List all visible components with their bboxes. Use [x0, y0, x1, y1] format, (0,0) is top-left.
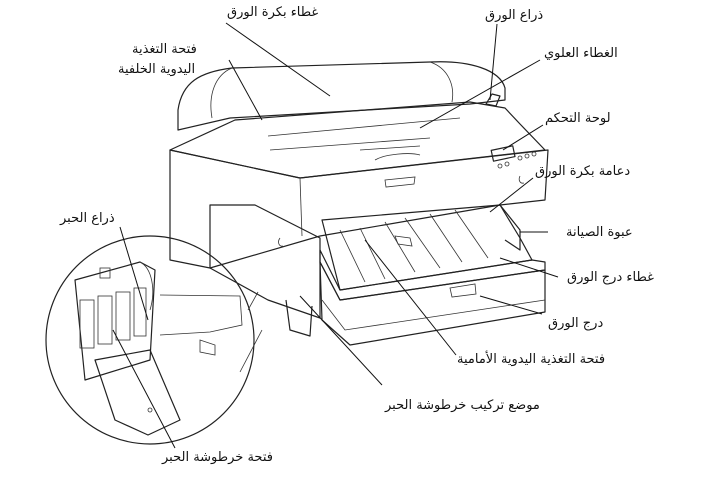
leader-lines: [112, 22, 559, 449]
leader-rear-manual-feed: [228, 59, 263, 121]
ink-compartment-magnified-inset: [45, 235, 263, 445]
leader-top-cover: [419, 59, 541, 129]
label-rear-manual-feed-line1: فتحة التغذية: [132, 42, 197, 57]
paper-tray-shape: [319, 261, 546, 346]
label-paper-lever: ذراع الورق: [485, 8, 544, 23]
leader-roll-paper-holder: [489, 177, 534, 213]
leader-front-manual-feed: [364, 239, 457, 356]
label-roll-paper-cover: غطاء بكرة الورق: [227, 5, 319, 20]
printer-front-body: [169, 149, 549, 269]
label-ink-cartridge-compartment: موضع تركيب خرطوشة الحبر: [385, 398, 540, 413]
leader-control-panel: [502, 124, 544, 151]
leader-paper-tray-cover: [499, 257, 559, 278]
leader-paper-tray: [479, 295, 543, 315]
leader-ink-compartment: [299, 295, 383, 386]
label-paper-tray: درج الورق: [548, 316, 604, 331]
paper-lever-shape: [485, 93, 501, 107]
label-rear-manual-feed-line2: اليدوية الخلفية: [118, 62, 196, 77]
roll-paper-cover-shape: [177, 61, 506, 131]
leader-ink-lever: [119, 226, 149, 321]
label-roll-paper-holder: دعامة بكرة الورق: [535, 164, 631, 179]
leader-roll-paper-cover: [225, 22, 331, 97]
label-front-manual-feed-slot: فتحة التغذية اليدوية الأمامية: [457, 352, 606, 367]
label-top-cover: الغطاء العلوي: [544, 46, 618, 61]
leader-ink-cartridge-slot: [112, 329, 176, 449]
label-control-panel: لوحة التحكم: [545, 111, 611, 126]
control-panel-shape: [490, 145, 537, 169]
leader-paper-lever: [489, 23, 498, 101]
label-paper-tray-cover: غطاء درج الورق: [567, 270, 654, 285]
printer-illustration: [169, 61, 549, 346]
label-ink-lever: ذراع الحبر: [60, 211, 115, 226]
label-maintenance-tank: عبوة الصيانة: [566, 225, 633, 240]
ink-compartment-panel: [209, 204, 321, 319]
paper-support-shape: [321, 204, 533, 291]
top-cover-shape: [169, 101, 546, 179]
label-ink-cartridge-slot: فتحة خرطوشة الحبر: [162, 450, 273, 465]
